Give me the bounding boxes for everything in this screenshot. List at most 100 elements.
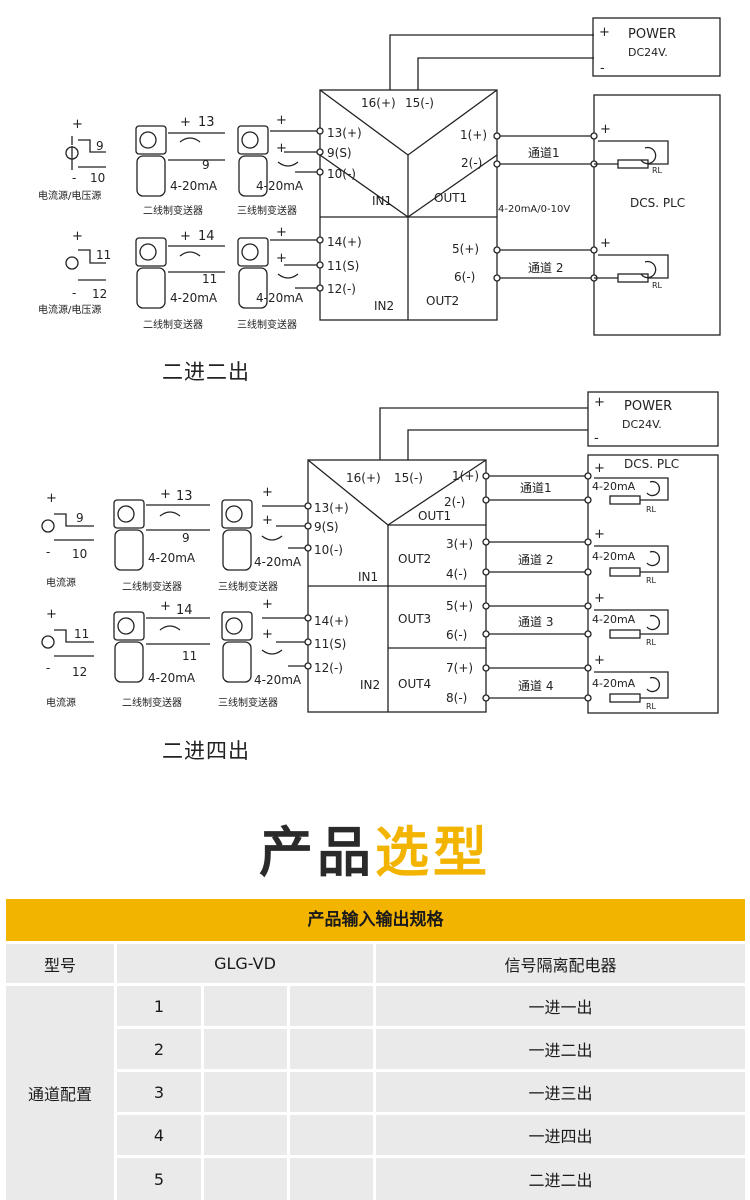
svg-text:1(+): 1(+) (452, 469, 479, 483)
svg-text:12(-): 12(-) (314, 661, 343, 675)
svg-text:OUT2: OUT2 (398, 552, 431, 566)
svg-text:DC24V.: DC24V. (622, 418, 662, 431)
svg-text:+: + (594, 653, 605, 668)
row-config: 一进一出 (376, 986, 745, 1026)
svg-text:+: + (276, 225, 287, 240)
two-wire-transmitter-2: + 14 11 4-20mA (113, 599, 210, 685)
three-wire-transmitter-1: + + 4-20mA (237, 113, 304, 197)
svg-text:6(-): 6(-) (454, 270, 475, 284)
svg-text:14(+): 14(+) (327, 235, 362, 249)
svg-text:POWER: POWER (624, 399, 672, 414)
load-resistor-4: + 4-20mA RL (592, 653, 669, 711)
svg-text:+: + (180, 115, 191, 130)
svg-text:4-20mA: 4-20mA (592, 480, 636, 493)
channel-config-label: 通道配置 (6, 986, 114, 1200)
svg-text:9(S): 9(S) (327, 146, 352, 160)
load-resistor-1: + RL (594, 122, 669, 175)
power-box (592, 17, 721, 77)
svg-text:+: + (276, 141, 287, 156)
svg-text:IN1: IN1 (358, 570, 378, 584)
svg-text:5(+): 5(+) (452, 242, 479, 256)
svg-text:-: - (594, 431, 599, 446)
three-wire-label-2: 三线制变送器 (218, 696, 278, 709)
svg-text:9(S): 9(S) (314, 520, 339, 534)
svg-text:15(-): 15(-) (405, 96, 434, 110)
svg-text:OUT1: OUT1 (434, 191, 467, 205)
svg-text:RL: RL (652, 281, 663, 290)
model-value: GLG-VD (117, 944, 373, 983)
wiring-diagram-2in-4out: POWER DC24V. + - DCS. PLC 16(+) 15(-) 13… (0, 390, 750, 770)
svg-text:10: 10 (72, 547, 87, 561)
section-title-part2: 选型 (375, 821, 491, 884)
channel-2-label: 通道 2 (518, 553, 553, 567)
svg-text:11: 11 (182, 649, 197, 663)
svg-text:+: + (262, 513, 273, 528)
svg-text:4-20mA: 4-20mA (170, 291, 218, 305)
row-no: 1 (117, 986, 201, 1026)
current-source-1: + 9 10 - (65, 117, 106, 185)
svg-text:4-20mA: 4-20mA (592, 677, 636, 690)
caption-2in-2out: 二进二出 (162, 360, 250, 384)
spec-table: 产品输入输出规格 型号 GLG-VD 信号隔离配电器 通道配置 1 一进一出 2… (6, 899, 745, 1200)
svg-text:2(-): 2(-) (444, 495, 465, 509)
svg-text:13: 13 (176, 489, 193, 504)
svg-text:9: 9 (96, 139, 104, 153)
svg-text:RL: RL (646, 638, 657, 647)
svg-text:+: + (262, 627, 273, 642)
source-label-1: 电流源/电压源 (38, 189, 101, 202)
svg-text:4-20mA: 4-20mA (148, 671, 196, 685)
svg-text:RL: RL (646, 505, 657, 514)
svg-text:4-20mA: 4-20mA (592, 613, 636, 626)
source-label-2: 电流源/电压源 (38, 303, 101, 316)
svg-text:9: 9 (76, 511, 84, 525)
svg-text:4-20mA: 4-20mA (148, 551, 196, 565)
svg-text:+: + (594, 591, 605, 606)
svg-text:10(-): 10(-) (327, 167, 356, 181)
svg-text:11: 11 (96, 248, 111, 262)
svg-text:8(-): 8(-) (446, 691, 467, 705)
svg-text:+: + (594, 527, 605, 542)
svg-text:OUT1: OUT1 (418, 509, 451, 523)
spec-table-title: 产品输入输出规格 (6, 899, 745, 941)
row-config: 一进二出 (376, 1029, 745, 1069)
svg-text:+: + (262, 485, 273, 500)
current-source-1: + 9 10 - (41, 491, 94, 561)
svg-text:4-20mA: 4-20mA (170, 179, 218, 193)
svg-text:10: 10 (90, 171, 105, 185)
svg-text:4-20mA: 4-20mA (256, 291, 304, 305)
two-wire-transmitter-1: + 13 9 4-20mA (113, 487, 210, 571)
svg-text:14: 14 (176, 603, 193, 618)
svg-text:4-20mA: 4-20mA (592, 550, 636, 563)
svg-text:+: + (262, 597, 273, 612)
svg-text:1(+): 1(+) (460, 128, 487, 142)
svg-text:4-20mA: 4-20mA (254, 555, 302, 569)
svg-text:4-20mA/0-10V: 4-20mA/0-10V (498, 204, 570, 215)
svg-text:+: + (599, 25, 610, 40)
load-resistor-1: + 4-20mA RL (592, 461, 669, 514)
svg-text:RL: RL (646, 702, 657, 711)
three-wire-transmitter-2: + + 4-20mA (221, 597, 302, 687)
svg-text:12: 12 (72, 665, 87, 679)
svg-text:12: 12 (92, 287, 107, 301)
svg-text:+: + (160, 487, 171, 502)
svg-text:IN1: IN1 (372, 194, 392, 208)
svg-text:2(-): 2(-) (461, 156, 482, 170)
two-wire-label-1: 二线制变送器 (122, 580, 182, 593)
svg-text:+: + (160, 599, 171, 614)
svg-text:+: + (72, 229, 83, 244)
section-title-part1: 产品 (259, 821, 375, 884)
section-title: 产品选型 (0, 808, 750, 887)
svg-text:13(+): 13(+) (314, 501, 349, 515)
svg-text:-: - (46, 661, 50, 675)
three-wire-label-1: 三线制变送器 (218, 580, 278, 593)
three-wire-label-1: 三线制变送器 (237, 204, 297, 217)
svg-text:+: + (600, 122, 611, 137)
source-label-1: 电流源 (46, 576, 76, 589)
svg-text:OUT2: OUT2 (426, 294, 459, 308)
svg-text:IN2: IN2 (360, 678, 380, 692)
svg-text:13(+): 13(+) (327, 126, 362, 140)
svg-text:+: + (600, 236, 611, 251)
three-wire-transmitter-1: + + 4-20mA (221, 485, 302, 571)
svg-text:+: + (46, 607, 57, 622)
load-resistor-2: + 4-20mA RL (592, 527, 669, 585)
